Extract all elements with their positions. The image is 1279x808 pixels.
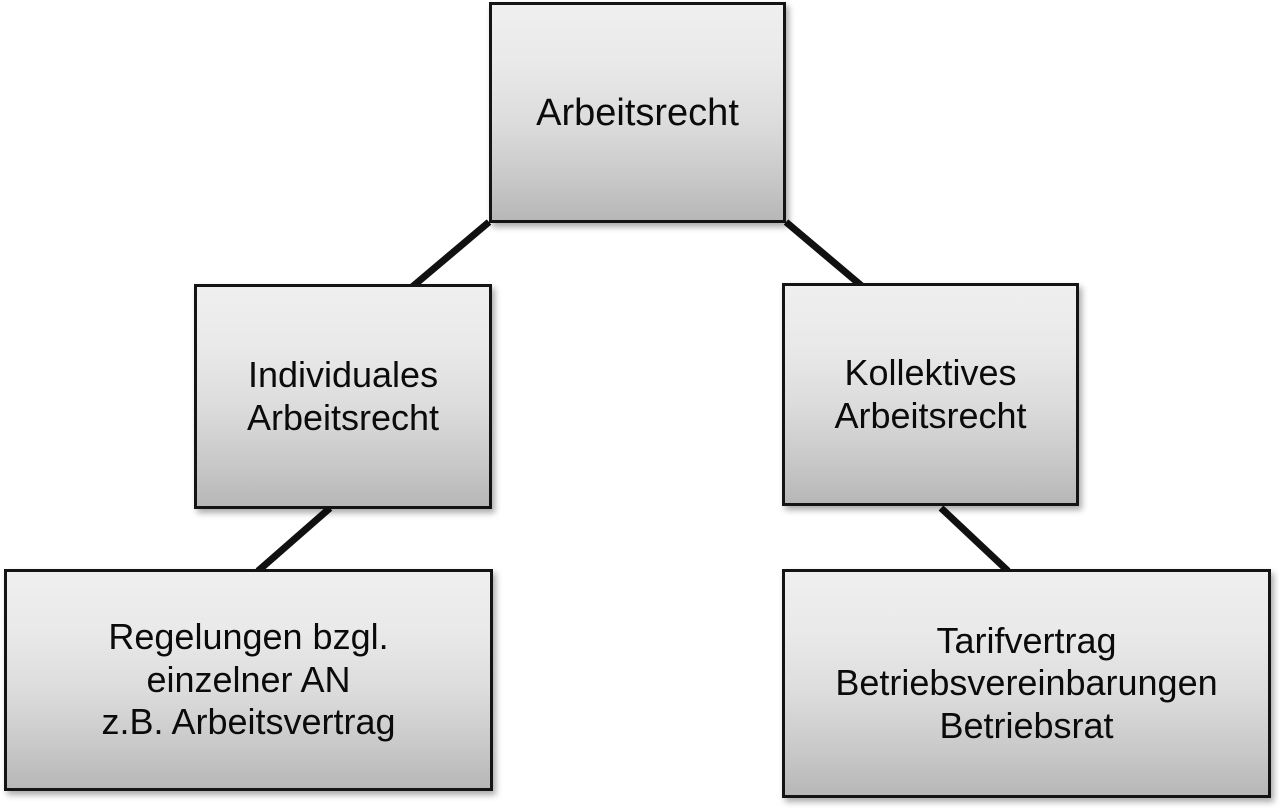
node-individuales-arbeitsrecht-label: Individuales Arbeitsrecht: [246, 354, 440, 438]
node-regelungen-einzelner-an-label: Regelungen bzgl. einzelner AN z.B. Arbei…: [101, 616, 396, 743]
connector-root-to-collective: [783, 219, 866, 290]
connector-root-to-individual: [409, 219, 492, 290]
connector-collective-to-collective-detail: [938, 505, 1011, 574]
connector-individual-to-individual-detail: [255, 505, 333, 574]
node-kollektives-arbeitsrecht[interactable]: Kollektives Arbeitsrecht: [782, 283, 1079, 506]
node-kollektives-arbeitsrecht-label: Kollektives Arbeitsrecht: [834, 352, 1027, 436]
node-tarifvertrag-betriebsrat-label: Tarifvertrag Betriebsvereinbarungen Betr…: [835, 619, 1218, 746]
node-arbeitsrecht-label: Arbeitsrecht: [536, 92, 739, 134]
node-regelungen-einzelner-an[interactable]: Regelungen bzgl. einzelner AN z.B. Arbei…: [4, 569, 493, 791]
node-individuales-arbeitsrecht[interactable]: Individuales Arbeitsrecht: [194, 284, 492, 509]
node-arbeitsrecht[interactable]: Arbeitsrecht: [489, 2, 786, 223]
node-tarifvertrag-betriebsrat[interactable]: Tarifvertrag Betriebsvereinbarungen Betr…: [782, 569, 1271, 798]
